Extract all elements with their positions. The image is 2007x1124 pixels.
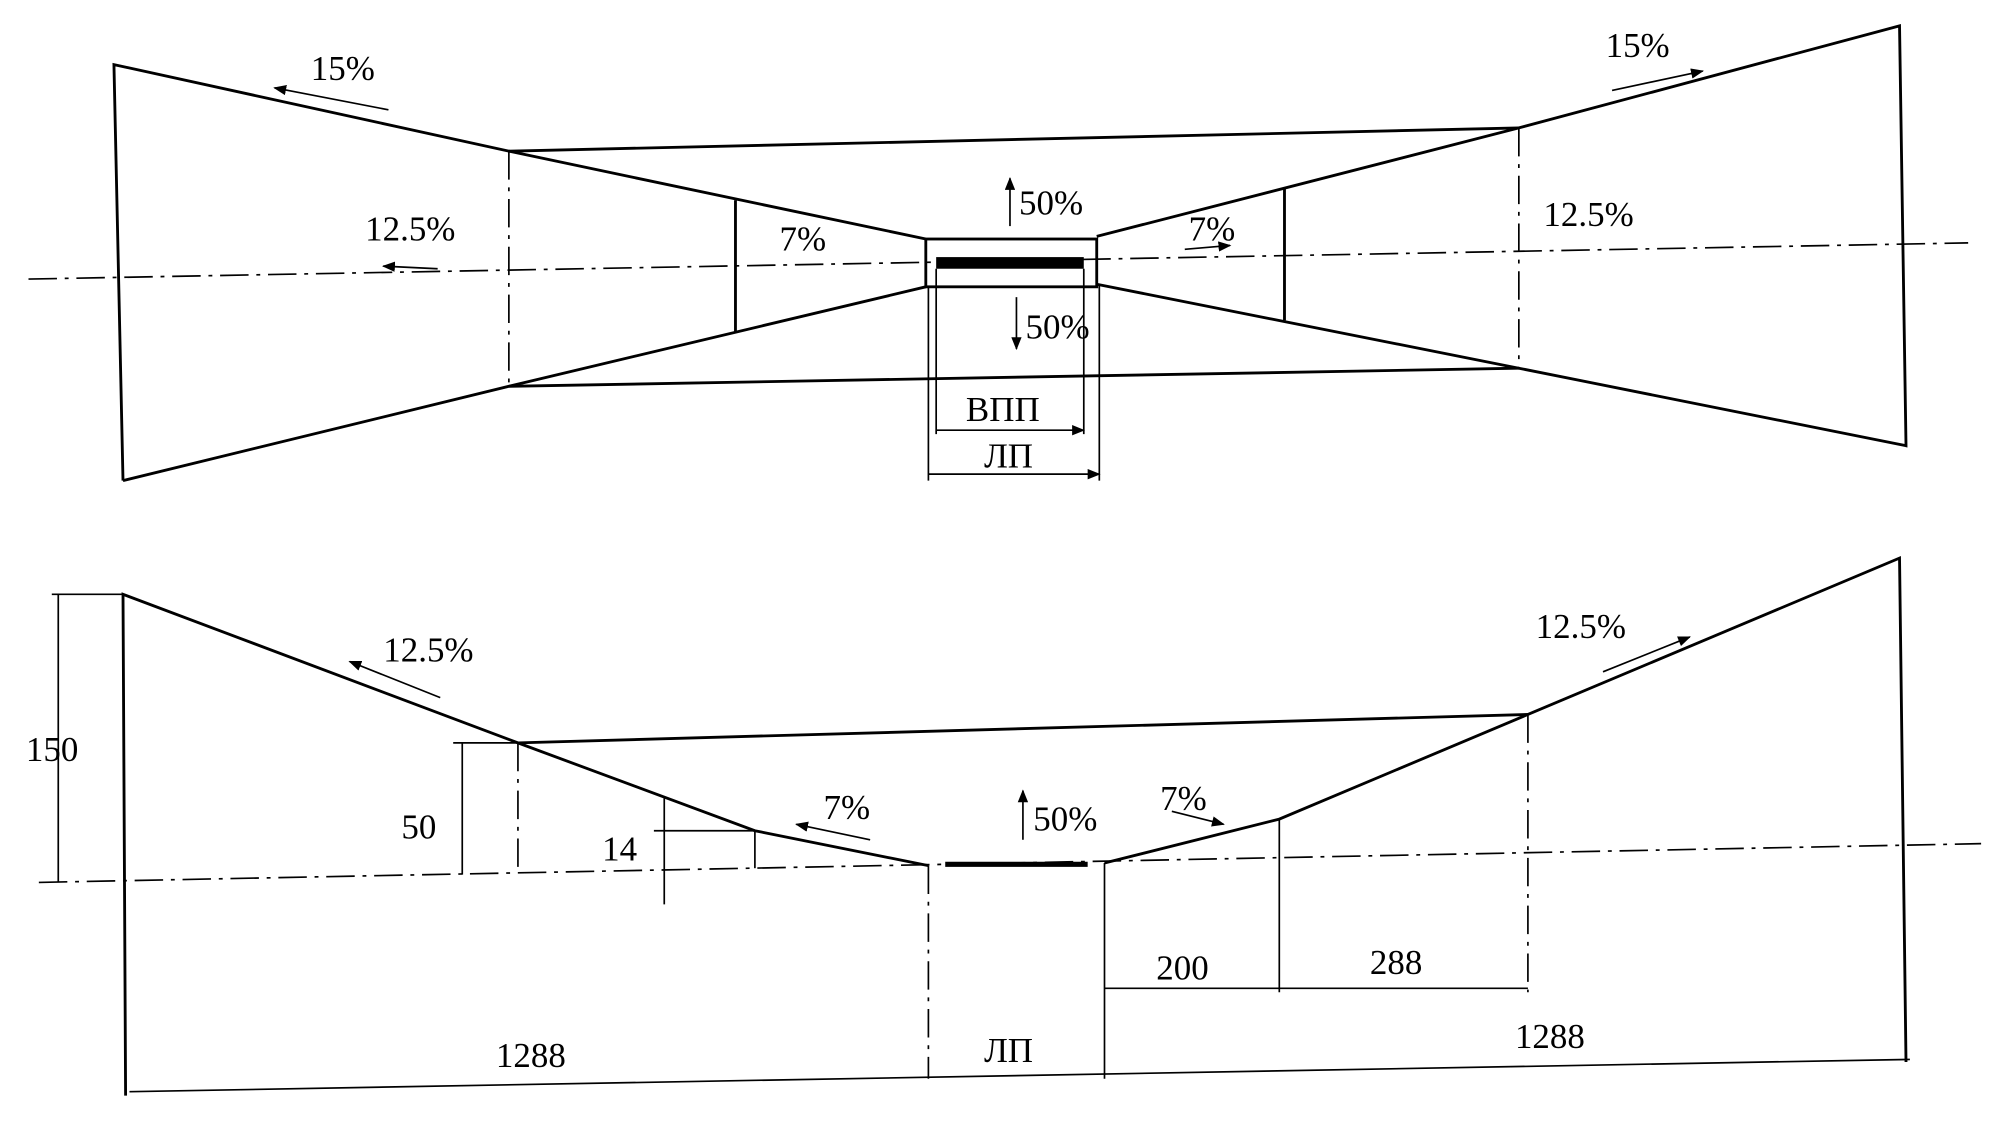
label: 12.5% — [365, 209, 455, 248]
label: 150 — [26, 730, 78, 769]
left-profile — [121, 592, 929, 1096]
label: 12.5% — [383, 631, 473, 670]
arrow-icon — [1171, 810, 1225, 827]
label: 288 — [1370, 943, 1422, 982]
upper-transition-line — [508, 126, 1519, 153]
arrow-icon — [348, 660, 441, 699]
label: 50% — [1019, 183, 1083, 222]
runway-strip — [924, 237, 1099, 289]
label: 50% — [1026, 308, 1090, 347]
label: 50% — [1033, 800, 1097, 839]
label: 14 — [602, 829, 637, 868]
right-edges — [1096, 23, 1908, 448]
label: 15% — [1606, 26, 1670, 65]
arrow-icon — [381, 261, 438, 272]
left-lower-edge — [122, 285, 927, 482]
label: ЛП — [984, 437, 1033, 476]
lower-transition-line — [508, 366, 1519, 388]
profile-view: 12.5% 7% 50% 7% 12.5% 150 50 14 200 288 … — [26, 555, 1982, 1096]
label: 7% — [1189, 209, 1236, 248]
label: 1288 — [496, 1036, 566, 1075]
label: 12.5% — [1543, 195, 1633, 234]
transition-line — [517, 713, 1528, 745]
arrow-icon — [1602, 636, 1691, 673]
plan-view: 15% 12.5% 7% 50% 50% 7% 12.5% 15% ВПП ЛП — [28, 23, 1969, 482]
distance-dimension — [129, 1058, 1910, 1093]
label: 12.5% — [1536, 607, 1626, 646]
label: 1288 — [1515, 1017, 1585, 1056]
label: 15% — [311, 49, 375, 88]
right-profile — [1104, 555, 1908, 1063]
label: 7% — [779, 220, 826, 259]
label: 200 — [1156, 948, 1208, 987]
label: 50 — [401, 808, 436, 847]
left-upper-edge — [112, 62, 927, 481]
arrow-icon — [273, 84, 389, 111]
label: 7% — [824, 788, 871, 827]
arrow-icon — [1184, 241, 1232, 252]
label: 7% — [1160, 779, 1207, 818]
runway — [936, 257, 1084, 269]
label: ВПП — [966, 390, 1040, 429]
arrow-icon — [795, 821, 871, 841]
arrow-icon — [1611, 68, 1704, 92]
label: ЛП — [984, 1031, 1033, 1070]
